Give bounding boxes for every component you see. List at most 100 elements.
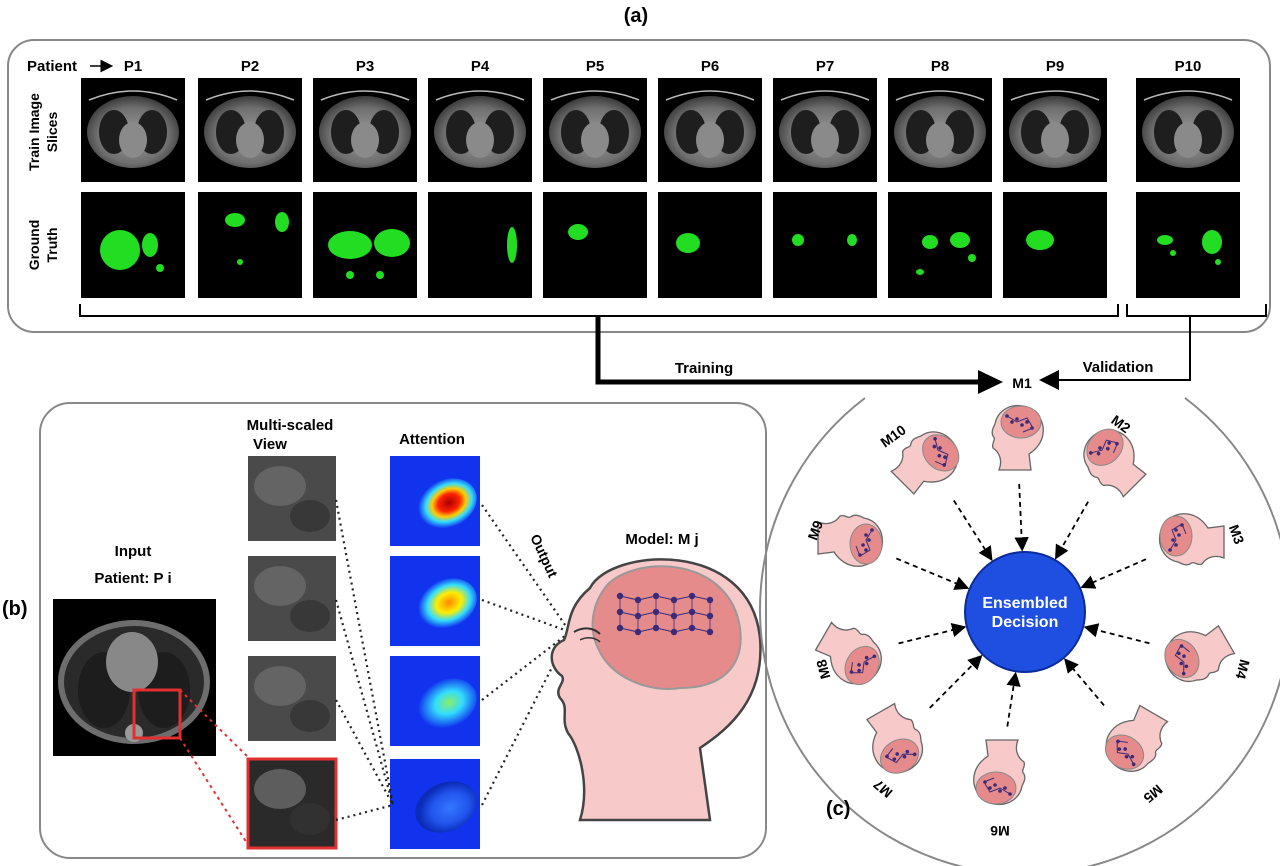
model-label-m7: M7 — [870, 776, 895, 801]
attention-title: Attention — [399, 431, 465, 448]
ground-truth-mask — [198, 192, 302, 298]
multiscale-patches — [246, 456, 338, 850]
model-head-m9 — [817, 514, 884, 567]
patient-label: P3 — [356, 58, 374, 75]
attention-maps — [390, 456, 480, 849]
ensemble-arrow — [1006, 671, 1021, 727]
patient-column-p1: P1 — [81, 58, 185, 298]
panel-b-label: (b) — [2, 598, 28, 620]
model-head-m10 — [890, 431, 960, 495]
multiscale-patch-3 — [248, 656, 336, 741]
ct-slice — [1136, 78, 1240, 182]
multiscale-line-2: View — [253, 436, 287, 453]
training-arrow — [595, 316, 988, 385]
model-label-m8: M8 — [813, 658, 834, 681]
panel-c-label: (c) — [826, 798, 850, 820]
model-head-m5 — [1104, 704, 1169, 772]
ct-slice — [428, 78, 532, 182]
patients-row: P1 P2 P3 P4 P5 P6 P7 P8 P9 P10 — [81, 58, 1240, 298]
ensemble-line-1: Ensembled — [982, 595, 1067, 612]
zoom-line-bottom — [179, 737, 251, 849]
ensemble-arrow — [1080, 558, 1147, 589]
input-title: Input — [115, 543, 152, 560]
patient-column-p5: P5 — [543, 58, 647, 298]
ground-truth-mask — [888, 192, 992, 298]
patient-column-p10: P10 — [1136, 58, 1240, 298]
dotted-connectors — [334, 499, 571, 822]
validation-arrow — [1039, 316, 1191, 390]
model-head-m1 — [991, 404, 1044, 471]
model-head-m2 — [1083, 428, 1147, 498]
ct-slice — [81, 78, 185, 182]
patient-label: P2 — [241, 58, 259, 75]
patient-column-p3: P3 — [313, 58, 417, 298]
ensemble-line-2: Decision — [992, 614, 1059, 631]
panel-a-frame — [7, 39, 1271, 333]
svg-text:Slices: Slices — [44, 112, 60, 153]
patient-column-p7: P7 — [773, 58, 877, 298]
patient-label: P6 — [701, 58, 719, 75]
ground-truth-mask — [81, 192, 185, 298]
model-label-m4: M4 — [1233, 658, 1254, 681]
row-gt-label: Ground Truth — [26, 220, 60, 271]
ct-slice — [888, 78, 992, 182]
model-head-m6 — [973, 739, 1026, 806]
row-train-label: Train Image Slices — [26, 93, 60, 171]
ensemble-arrow — [1083, 623, 1150, 645]
patient-label: P10 — [1175, 58, 1202, 75]
ct-slice — [658, 78, 762, 182]
ground-truth-mask — [773, 192, 877, 298]
training-label: Training — [675, 360, 733, 377]
model-head-large — [550, 558, 762, 822]
ensemble-arrow — [895, 557, 970, 590]
ct-slice — [773, 78, 877, 182]
patient-column-p4: P4 — [428, 58, 532, 298]
validation-label: Validation — [1083, 359, 1154, 376]
ground-truth-mask — [1136, 192, 1240, 298]
attention-map-4 — [390, 759, 480, 849]
panel-a-label: (a) — [624, 5, 648, 27]
panel-b-frame — [39, 402, 767, 859]
patient-column-p9: P9 — [1003, 58, 1107, 298]
ensemble-circle — [964, 551, 1086, 673]
patient-label: P9 — [1046, 58, 1064, 75]
ensemble-arrow — [898, 623, 967, 645]
training-arrowhead — [978, 370, 1003, 394]
attention-map-2 — [390, 556, 480, 646]
model-label-m6: M6 — [990, 823, 1010, 839]
patient-label: P5 — [586, 58, 604, 75]
ensemble-arrow — [1064, 658, 1105, 706]
multiscale-patch-1 — [248, 456, 336, 541]
multiscale-patch-4 — [246, 757, 338, 850]
neural-network-icon — [616, 592, 714, 636]
multiscale-line-1: Multi-scaled — [247, 417, 334, 434]
ground-truth-mask — [313, 192, 417, 298]
ct-slice — [1003, 78, 1107, 182]
patient-title: Patient: P i — [94, 570, 171, 587]
model-label-m3: M3 — [1226, 522, 1248, 546]
patient-label: P1 — [124, 58, 142, 75]
input-ct-image — [53, 599, 216, 756]
ensemble-arrow — [929, 654, 983, 709]
model-label-m10: M10 — [877, 421, 909, 450]
attention-map-1 — [390, 456, 480, 546]
model-label-m5: M5 — [1140, 781, 1165, 806]
ensemble-arrow — [1014, 483, 1029, 552]
model-head-m3 — [1158, 513, 1225, 566]
zoom-line-top — [179, 689, 251, 760]
model-label-m9: M9 — [804, 518, 826, 542]
model-head-m7 — [865, 702, 924, 774]
panel-c-circle — [759, 397, 1280, 866]
multiscale-patch-2 — [248, 556, 336, 641]
ct-slice — [313, 78, 417, 182]
ground-truth-mask — [428, 192, 532, 298]
output-label: Output — [527, 532, 561, 581]
patient-header: Patient — [27, 58, 77, 75]
patient-column-p8: P8 — [888, 58, 992, 298]
ground-truth-mask — [543, 192, 647, 298]
patient-label: P7 — [816, 58, 834, 75]
ground-truth-mask — [1003, 192, 1107, 298]
training-bracket — [79, 304, 1119, 317]
